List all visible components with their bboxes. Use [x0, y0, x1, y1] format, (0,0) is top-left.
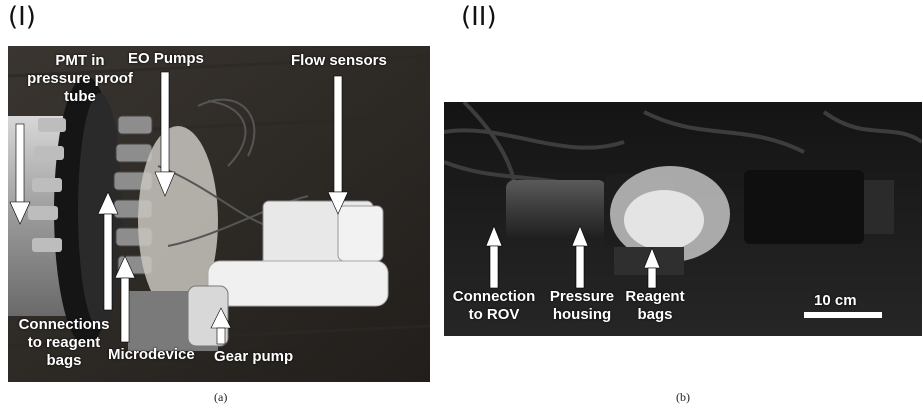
scale-bar	[804, 312, 882, 318]
panel-label-a: (I)	[8, 2, 36, 32]
photo-rov-mounted-instrument: Connection to ROV Pressure housing Reage…	[444, 102, 922, 336]
label-pmt-in-pressure-proof-tube: PMT in pressure proof tube	[27, 52, 133, 105]
label-pressure-housing: Pressure housing	[549, 288, 615, 323]
label-flow-sensors: Flow sensors	[291, 52, 387, 69]
label-gear-pump: Gear pump	[214, 348, 294, 365]
photo-b-drawing	[444, 102, 922, 336]
label-connection-to-rov: Connection to ROV	[452, 288, 536, 323]
panel-label-b: (II)	[461, 2, 497, 32]
caption-b: (b)	[676, 390, 690, 404]
label-scale-bar-10-cm: 10 cm	[814, 292, 857, 309]
label-connections-to-reagent-bags: Connections to reagent bags	[18, 316, 110, 369]
photo-a-drawing	[8, 46, 430, 382]
caption-a: (a)	[214, 390, 228, 404]
photo-instrument-internals: PMT in pressure proof tube EO Pumps Flow…	[8, 46, 430, 382]
label-reagent-bags: Reagent bags	[625, 288, 685, 323]
label-microdevice: Microdevice	[108, 346, 195, 363]
label-eo-pumps: EO Pumps	[128, 50, 204, 67]
